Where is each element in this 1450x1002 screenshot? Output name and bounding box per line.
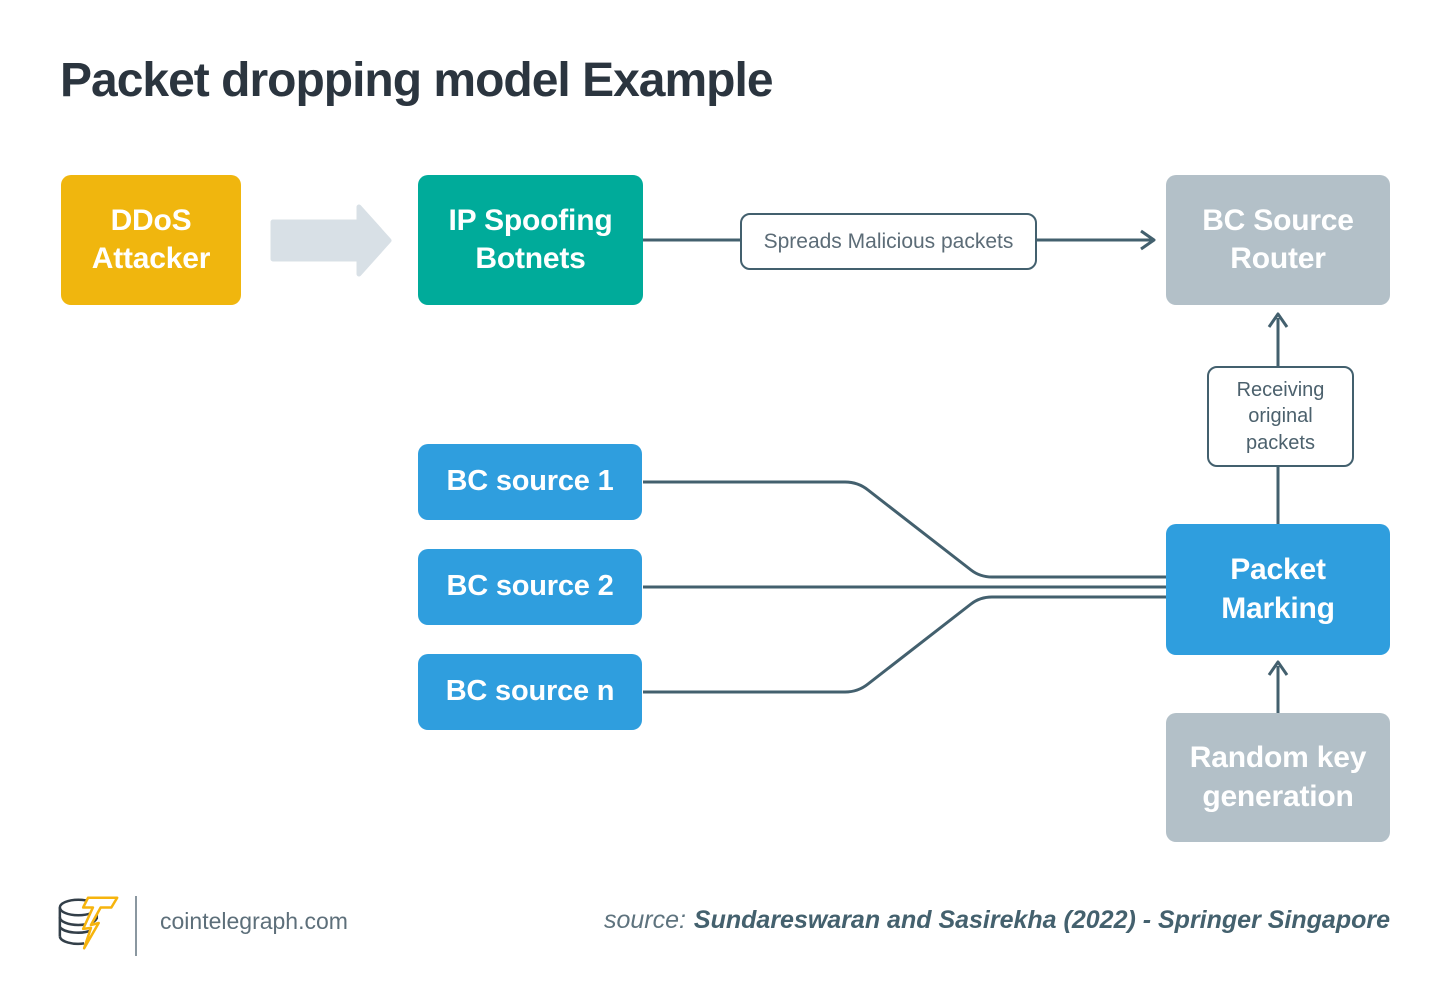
node-bc-source-2: BC source 2 — [418, 549, 642, 625]
arrowhead-up-router-icon — [1267, 312, 1289, 328]
footer-divider — [135, 896, 137, 956]
node-bc-source-router: BC Source Router — [1166, 175, 1390, 305]
footer-source-line: source:Sundareswaran and Sasirekha (2022… — [604, 906, 1390, 935]
page-title: Packet dropping model Example — [60, 54, 774, 107]
cointelegraph-logo-icon — [58, 896, 119, 950]
edge-label-spreads-malicious-packets: Spreads Malicious packets — [740, 213, 1037, 270]
source-citation-label: Sundareswaran and Sasirekha (2022) - Spr… — [693, 906, 1390, 934]
edge-label-receiving-original-packets: Receiving original packets — [1207, 366, 1354, 467]
node-packet-marking: Packet Marking — [1166, 524, 1390, 655]
node-bc-source-n: BC source n — [418, 654, 642, 730]
node-bc-source-1: BC source 1 — [418, 444, 642, 520]
flow-arrow-icon — [270, 204, 392, 277]
footer-site-label: cointelegraph.com — [160, 908, 348, 934]
connector-bc-source-n-to-packet-marking — [643, 595, 1166, 694]
node-random-key-generation: Random key generation — [1166, 713, 1390, 842]
node-ddos-attacker: DDoS Attacker — [61, 175, 241, 305]
node-ip-spoofing-botnets: IP Spoofing Botnets — [418, 175, 643, 305]
connector-bc-source-1-to-packet-marking — [643, 480, 1166, 579]
source-prefix-label: source: — [603, 906, 686, 934]
lightning-t-icon — [81, 896, 119, 950]
arrowhead-up-packet-icon — [1267, 660, 1289, 676]
arrowhead-right-icon — [1140, 229, 1156, 251]
